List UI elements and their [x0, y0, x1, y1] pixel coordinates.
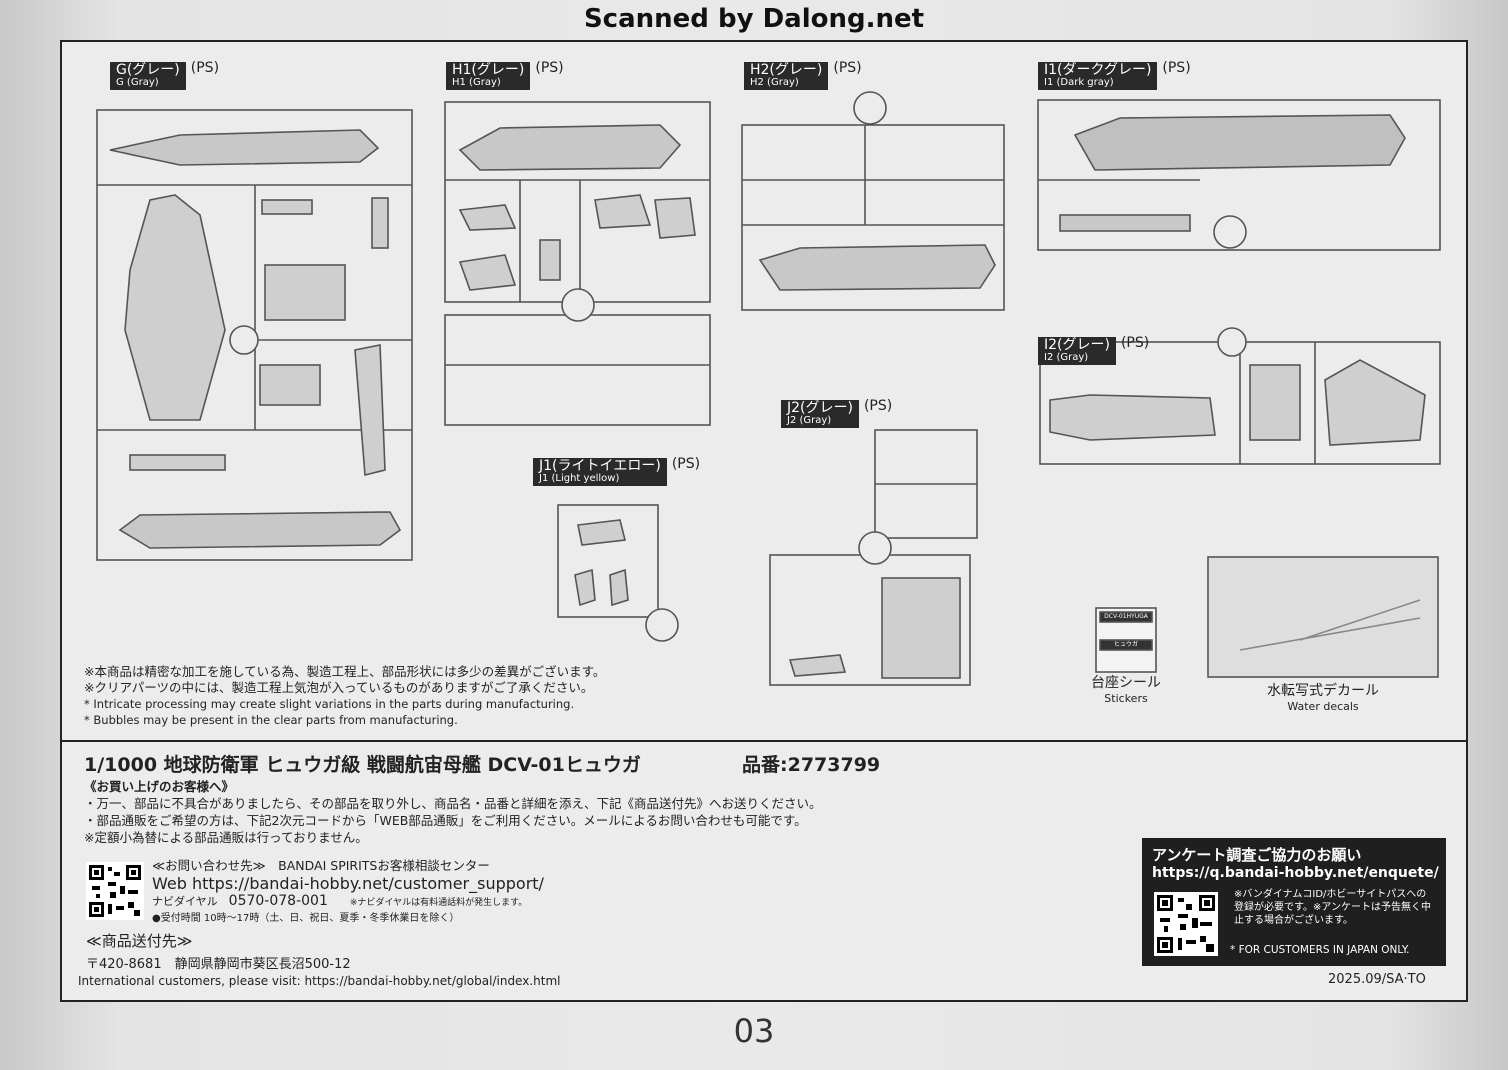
runner-label-i2: I2(グレー)I2 (Gray) (PS) [1038, 335, 1149, 366]
survey-url[interactable]: https://q.bandai-hobby.net/enquete/ [1152, 865, 1439, 881]
runner-i1-sprue [1037, 99, 1441, 251]
section-divider [60, 740, 1466, 742]
survey-note: ※バンダイナムコID/ホビーサイトパスへの登録が必要です。※アンケートは予告無く… [1234, 889, 1431, 926]
navi-dial-label: ナビダイヤル [152, 895, 218, 908]
runner-j1-sprue [557, 504, 679, 642]
sticker-sheet [1095, 607, 1157, 673]
product-title: 1/1000 地球防衛軍 ヒュウガ級 戦闘航宙母艦 DCV-01ヒュウガ [84, 754, 641, 776]
runner-j2-sprue [769, 429, 978, 686]
survey-qr-code[interactable] [1154, 892, 1218, 956]
runner-g-sprue [96, 109, 413, 561]
contact-center: ≪お問い合わせ先≫ BANDAI SPIRITSお客様相談センター [152, 858, 490, 873]
part-number: 品番:2773799 [742, 754, 881, 776]
customer-line: ※定額小為替による部品通販は行っておりません。 [84, 830, 368, 845]
navi-dial: ナビダイヤル 0570-078-001 ※ナビダイヤルは有料通話料が発生します。 [152, 893, 544, 909]
runner-i2-sprue [1039, 327, 1441, 465]
runner-label-h2: H2(グレー)H2 (Gray) (PS) [744, 60, 862, 91]
runner-label-g: G(グレー)G (Gray) (PS) [110, 60, 219, 91]
note-line: ※本商品は精密な加工を施している為、製造工程上、部品形状には多少の差異がございま… [84, 664, 606, 679]
decals-caption: 水転写式デカール Water decals [1267, 683, 1379, 713]
navi-dial-note: ※ナビダイヤルは有料通話料が発生します。 [349, 898, 528, 908]
runner-label-i1: I1(ダークグレー)I1 (Dark gray) (PS) [1038, 60, 1191, 91]
sticker-text-2: ヒュウガ [1113, 641, 1138, 648]
customer-line: ・万一、部品に不具合がありましたら、その部品を取り外し、商品名・品番と詳細を添え… [84, 796, 822, 811]
runner-label-j1: J1(ライトイエロー)J1 (Light yellow) (PS) [533, 456, 700, 487]
reception-hours: ●受付時間 10時～17時（土、日、祝日、夏季・冬季休業日を除く） [152, 913, 460, 924]
runner-label-h1: H1(グレー)H1 (Gray) (PS) [446, 60, 564, 91]
support-url[interactable]: Web https://bandai-hobby.net/customer_su… [152, 874, 544, 893]
page-number: 03 [733, 1012, 775, 1050]
manufacturing-notes: ※本商品は精密な加工を施している為、製造工程上、部品形状には多少の差異がございま… [84, 664, 605, 728]
date-code: 2025.09/SA·TO [1328, 972, 1426, 987]
support-qr-code[interactable] [86, 862, 144, 920]
runner-h2-sprue [741, 91, 1005, 311]
scanner-watermark: Scanned by Dalong.net [583, 4, 925, 34]
shipping-address: ≪商品送付先≫ 〒420-8681 静岡県静岡市葵区長沼500-12 [86, 930, 351, 972]
customer-line: ・部品通販をご希望の方は、下記2次元コードから「WEB部品通販」をご利用ください… [84, 813, 807, 828]
international-link[interactable]: International customers, please visit: h… [78, 974, 561, 988]
shipping-heading: ≪商品送付先≫ [86, 932, 193, 950]
survey-title: アンケート調査ご協力のお願い [1152, 846, 1362, 864]
note-line: * Intricate processing may create slight… [84, 697, 575, 711]
survey-box: アンケート調査ご協力のお願い https://q.bandai-hobby.ne… [1142, 838, 1446, 966]
navi-dial-number: 0570-078-001 [228, 893, 328, 909]
note-line: * Bubbles may be present in the clear pa… [84, 713, 458, 727]
survey-japan-only: * FOR CUSTOMERS IN JAPAN ONLY. [1230, 944, 1410, 956]
runner-h1-sprue [444, 101, 711, 426]
runner-label-j2: J2(グレー)J2 (Gray) (PS) [781, 398, 892, 429]
note-line: ※クリアパーツの中には、製造工程上気泡が入っているものがありますがご了承ください… [84, 680, 594, 695]
decal-sheet [1207, 556, 1439, 678]
stickers-caption: 台座シール Stickers [1091, 675, 1161, 705]
contact-info: ≪お問い合わせ先≫ BANDAI SPIRITSお客様相談センター Web ht… [152, 855, 544, 924]
customer-notice: 《お買い上げのお客様へ》 ・万一、部品に不具合がありましたら、その部品を取り外し… [84, 778, 822, 846]
shipping-address-line: 〒420-8681 静岡県静岡市葵区長沼500-12 [86, 957, 351, 972]
sticker-text-1: DCV-01HYUGA [1104, 613, 1148, 620]
customer-heading: 《お買い上げのお客様へ》 [84, 779, 235, 794]
